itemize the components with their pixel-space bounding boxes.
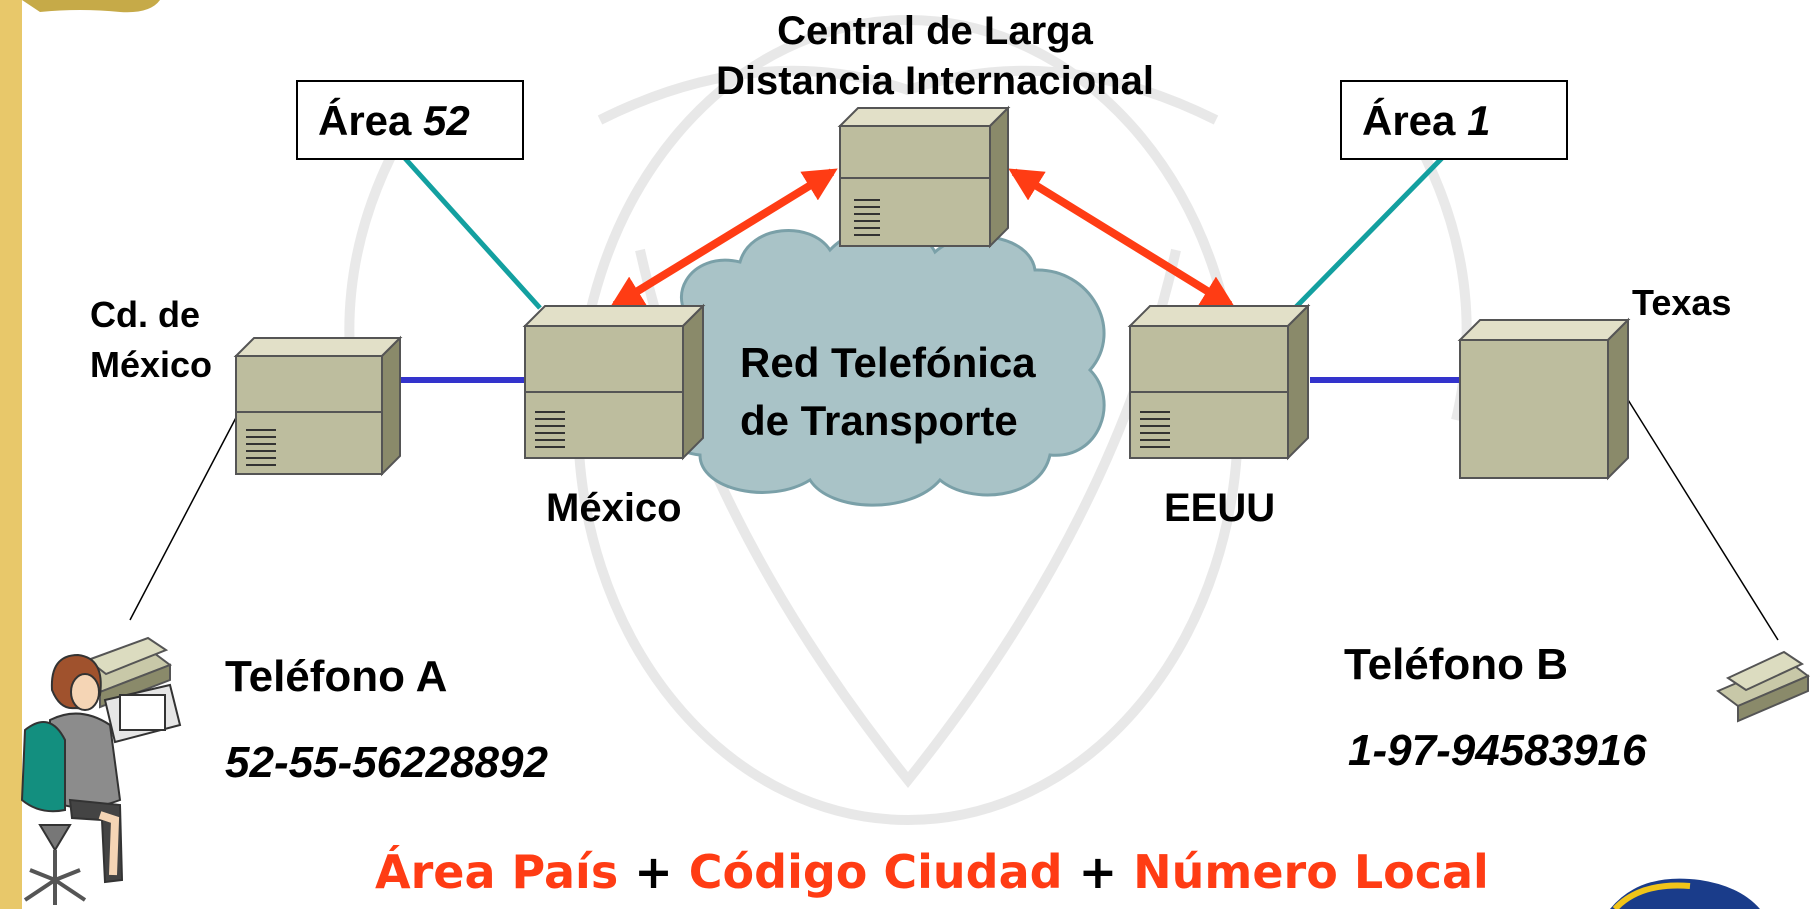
bottom-right-logo [1610, 878, 1760, 909]
city-left-line-1: Cd. de [90, 294, 201, 335]
central-line-2: Distancia Internacional [716, 59, 1154, 103]
city-left-label: Cd. de México [90, 290, 212, 390]
switch-mexico-label: México [546, 486, 682, 530]
phone-line-a [129, 409, 241, 621]
central-title: Central de Larga Distancia Internacional [640, 6, 1230, 106]
cloud-line-2: de Transporte [740, 397, 1018, 444]
cloud-line-1: Red Telefónica [740, 339, 1036, 386]
switch-texas [1457, 317, 1631, 481]
area-52-code: 52 [423, 97, 470, 144]
arrow-central-eeuu [1008, 168, 1236, 309]
area-1-box: Área 1 [1340, 80, 1568, 160]
formula-area-pais: Área País [375, 845, 619, 899]
person-at-desk-icon [20, 653, 182, 905]
central-line-1: Central de Larga [777, 9, 1093, 53]
phone-b-title: Teléfono B [1344, 640, 1569, 689]
area-link-left [400, 153, 542, 310]
phone-a-number: 52-55-56228892 [225, 738, 548, 787]
phone-a-title: Teléfono A [225, 652, 448, 701]
area-52-prefix: Área [318, 97, 412, 144]
formula-numero-local: Número Local [1133, 845, 1489, 899]
switch-central [837, 105, 1011, 249]
phone-b-number: 1-97-94583916 [1348, 726, 1647, 775]
area-link-right [1293, 153, 1447, 310]
top-left-logo [22, 0, 160, 13]
dialing-formula: Área País + Código Ciudad + Número Local [375, 845, 1489, 899]
arrow-mexico-central [609, 168, 838, 309]
area-1-prefix: Área [1362, 97, 1456, 144]
area-1-code: 1 [1467, 97, 1491, 144]
switch-eeuu [1127, 303, 1311, 461]
cloud-label: Red Telefónica de Transporte [740, 334, 1036, 450]
telephone-b-icon [1716, 650, 1810, 723]
city-right-label: Texas [1632, 282, 1732, 323]
formula-plus-1: + [634, 845, 673, 899]
phone-line-b [1624, 394, 1779, 641]
switch-mexico [522, 303, 706, 461]
left-accent-bar [0, 0, 22, 909]
switch-eeuu-label: EEUU [1164, 486, 1276, 530]
switch-cdmx [233, 335, 403, 477]
formula-plus-2: + [1078, 845, 1118, 899]
area-52-box: Área 52 [296, 80, 524, 160]
city-left-line-2: México [90, 344, 213, 385]
formula-codigo-ciudad: Código Ciudad [688, 845, 1063, 899]
